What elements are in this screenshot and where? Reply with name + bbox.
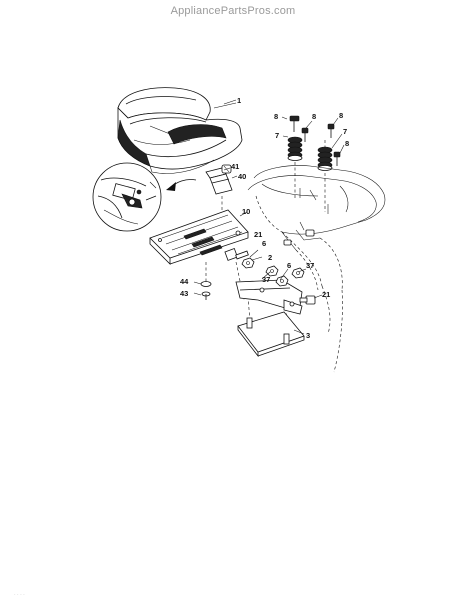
callout-10: 10 [242, 207, 250, 216]
spring-right [317, 146, 333, 171]
callout-2: 2 [268, 253, 272, 262]
callout-6-left: 6 [262, 239, 266, 248]
bolts-8 [289, 115, 341, 166]
seat-pan [149, 209, 249, 265]
latch-detail-inset [92, 162, 162, 232]
callout-7-a: 7 [275, 131, 279, 140]
callout-6-right: 6 [287, 261, 291, 270]
seat-bracket [235, 279, 303, 315]
callout-37-right: 37 [306, 261, 314, 270]
site-watermark: AppliancePartsPros.com [170, 5, 296, 17]
bolt-21-left [224, 248, 249, 261]
callout-8-a: 8 [274, 112, 278, 121]
callout-40: 40 [238, 172, 246, 181]
callout-3: 3 [306, 331, 310, 340]
seat-cushion [117, 87, 243, 174]
detail-arrow [166, 179, 197, 191]
callout-37-left: 37 [262, 275, 270, 284]
callout-labels: 1 41 40 10 21 6 2 6 37 37 21 3 44 43 8 7… [180, 96, 349, 340]
callout-21-right: 21 [322, 290, 330, 299]
callout-8-b: 8 [312, 112, 316, 121]
callout-8-c: 8 [339, 111, 343, 120]
base-plate [237, 311, 305, 358]
washer-and-bolt [200, 281, 212, 300]
callout-1: 1 [237, 96, 241, 105]
callout-41: 41 [231, 162, 239, 171]
seat-latch-bracket [205, 164, 233, 195]
nuts [241, 257, 305, 287]
callout-44: 44 [180, 277, 189, 286]
spring-left [287, 136, 303, 161]
footer-mark: · · · · [14, 592, 25, 598]
callout-7-b: 7 [343, 127, 347, 136]
callout-21-left: 21 [254, 230, 262, 239]
callout-8-d: 8 [345, 139, 349, 148]
callout-43: 43 [180, 289, 188, 298]
mower-fender-outline [247, 165, 386, 373]
leader-lines [193, 99, 345, 335]
bolt-21-right [299, 295, 316, 305]
